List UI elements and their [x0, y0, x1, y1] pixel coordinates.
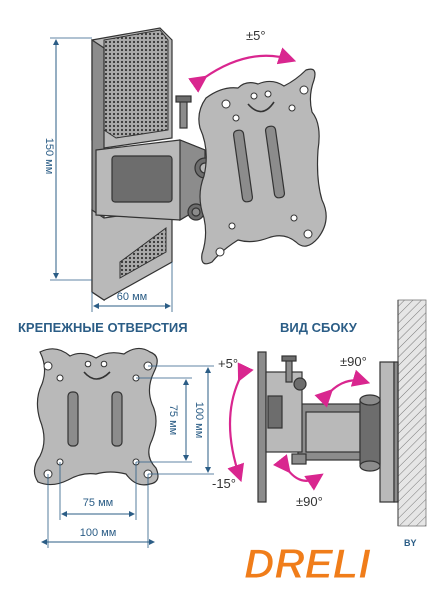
mount-holes-title: КРЕПЕЖНЫЕ ОТВЕРСТИЯ — [18, 320, 188, 335]
brand-name: DRELI — [244, 540, 371, 587]
mounting-plate-front — [33, 347, 159, 486]
swivel-bottom-label: ±90° — [296, 494, 323, 509]
tilt-top-arrow — [188, 47, 297, 93]
hole-v-inner-label: 75 мм — [167, 405, 179, 435]
tilt-top-label: ±5° — [246, 28, 266, 43]
hole-vertical-dimensions — [136, 365, 214, 475]
tilt-down-label: -15° — [212, 476, 236, 491]
dreli-logo: DRELI BY — [244, 538, 417, 588]
wall — [397, 299, 427, 527]
height-label: 150 мм — [43, 138, 55, 175]
brand-suffix: BY — [404, 538, 417, 548]
hole-v-outer-label: 100 мм — [193, 402, 205, 439]
hole-h-outer-label: 100 мм — [80, 527, 117, 539]
tilt-side-arrow — [227, 362, 254, 483]
side-view-title: ВИД СБОКУ — [280, 320, 358, 335]
hole-h-inner-label: 75 мм — [83, 497, 113, 509]
depth-label: 60 мм — [117, 291, 147, 303]
height-dimension — [50, 37, 92, 281]
swivel-bottom-arrow — [272, 454, 324, 491]
tilt-up-label: +5° — [218, 356, 238, 371]
depth-dimension — [91, 262, 173, 312]
swivel-top-arrow — [314, 369, 371, 408]
side-view — [227, 299, 427, 527]
bracket-3d-view — [91, 27, 327, 302]
hole-horizontal-dimensions — [41, 462, 155, 548]
swivel-top-label: ±90° — [340, 354, 367, 369]
